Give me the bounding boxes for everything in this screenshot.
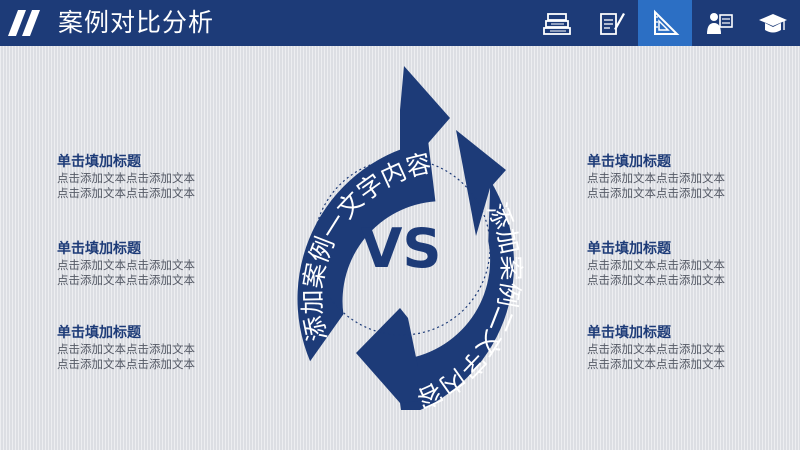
vs-label: VS [361, 217, 442, 280]
nav-document-button[interactable] [584, 0, 638, 46]
right-item-1[interactable]: 单击填加标题 点击添加文本点击添加文本 点击添加文本点击添加文本 [587, 153, 777, 201]
item-title: 单击填加标题 [587, 241, 671, 257]
left-item-1[interactable]: 单击填加标题 点击添加文本点击添加文本 点击添加文本点击添加文本 [57, 153, 247, 201]
item-text-line: 点击添加文本点击添加文本 [57, 171, 195, 185]
left-item-3[interactable]: 单击填加标题 点击添加文本点击添加文本 点击添加文本点击添加文本 [57, 324, 247, 372]
books-icon [543, 13, 571, 35]
item-text-line: 点击添加文本点击添加文本 [57, 342, 195, 356]
nav-graduation-button[interactable] [746, 0, 800, 46]
nav-ruler-button[interactable] [638, 0, 692, 46]
item-text-line: 点击添加文本点击添加文本 [587, 273, 725, 287]
item-text-line: 点击添加文本点击添加文本 [57, 258, 195, 272]
page-title: 案例对比分析 [58, 8, 215, 37]
header-bar: 案例对比分析 [0, 0, 800, 46]
item-text-line: 点击添加文本点击添加文本 [57, 186, 195, 200]
item-title: 单击填加标题 [57, 325, 141, 341]
double-slash-logo-icon [8, 10, 40, 36]
document-pen-icon [600, 13, 625, 35]
graduation-cap-icon [759, 14, 787, 33]
item-text-line: 点击添加文本点击添加文本 [587, 342, 725, 356]
inner-dashed-circle [313, 158, 491, 336]
item-text-line: 点击添加文本点击添加文本 [57, 273, 195, 287]
item-text-line: 点击添加文本点击添加文本 [587, 357, 725, 371]
item-title: 单击填加标题 [587, 325, 671, 341]
presenter-icon [707, 13, 733, 34]
item-text-line: 点击添加文本点击添加文本 [57, 357, 195, 371]
item-title: 单击填加标题 [57, 241, 141, 257]
right-item-2[interactable]: 单击填加标题 点击添加文本点击添加文本 点击添加文本点击添加文本 [587, 240, 777, 288]
item-text-line: 点击添加文本点击添加文本 [587, 258, 725, 272]
item-title: 单击填加标题 [57, 154, 141, 170]
item-text-line: 点击添加文本点击添加文本 [587, 171, 725, 185]
cycle-diagram: 添加案例一文字内容 添加案例二文字内容 VS [297, 66, 526, 410]
left-item-2[interactable]: 单击填加标题 点击添加文本点击添加文本 点击添加文本点击添加文本 [57, 240, 247, 288]
ruler-triangle-icon [654, 9, 680, 35]
right-arc-tip [456, 130, 506, 236]
upper-arrowhead [400, 66, 450, 171]
top-nav [530, 0, 800, 46]
lower-arrowhead [356, 308, 418, 403]
nav-presenter-button[interactable] [692, 0, 746, 46]
right-item-3[interactable]: 单击填加标题 点击添加文本点击添加文本 点击添加文本点击添加文本 [587, 324, 777, 372]
right-arc-band [394, 180, 514, 410]
nav-books-button[interactable] [530, 0, 584, 46]
left-arc-band [297, 141, 436, 362]
item-text-line: 点击添加文本点击添加文本 [587, 186, 725, 200]
item-title: 单击填加标题 [587, 154, 671, 170]
